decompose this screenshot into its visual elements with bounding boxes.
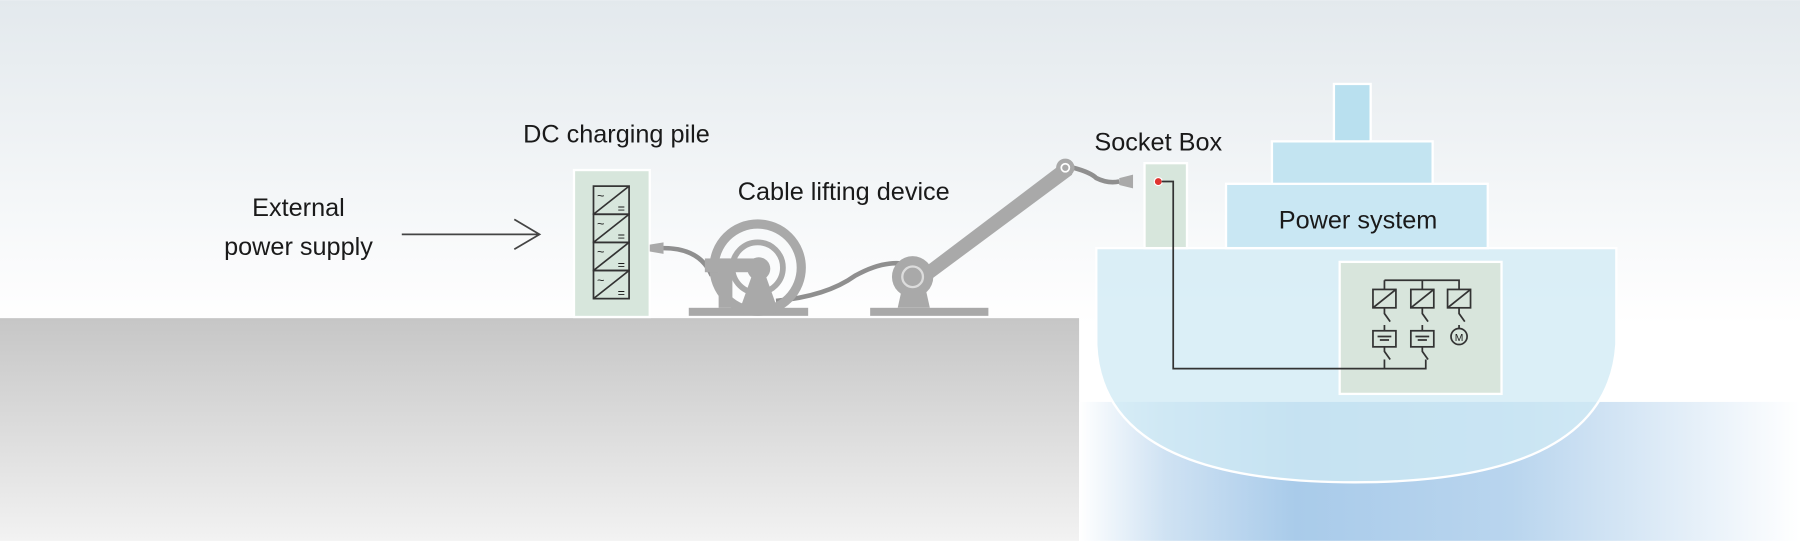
plug-icon (649, 242, 664, 254)
socket-dot-icon (1153, 176, 1163, 187)
ac-symbol: ~ (597, 245, 604, 259)
dc-symbol: = (618, 258, 625, 272)
ground (0, 318, 1080, 541)
socket-box-label: Socket Box (1094, 129, 1222, 157)
dc-charging-pile: ~ = ~ = ~ = ~ = (572, 168, 651, 319)
ac-symbol: ~ (597, 189, 604, 203)
dc-symbol: = (618, 286, 625, 300)
cable-lifting-label: Cable lifting device (738, 178, 950, 206)
external-power-label-line2: power supply (224, 233, 373, 261)
power-system-label: Power system (1279, 207, 1438, 235)
cable-reel (688, 219, 809, 316)
motor-symbol: M (1455, 333, 1464, 344)
ac-symbol: ~ (597, 273, 604, 287)
lifting-arm (870, 158, 1075, 316)
dc-symbol: = (618, 202, 625, 216)
power-system-panel: M (1161, 180, 1503, 396)
arrow-icon (401, 218, 542, 251)
external-power-label: External (252, 194, 345, 222)
plug-icon (1119, 174, 1134, 189)
dc-symbol: = (618, 230, 625, 244)
ac-symbol: ~ (597, 217, 604, 231)
socket-box (1143, 162, 1189, 250)
dc-pile-label: DC charging pile (523, 121, 710, 149)
